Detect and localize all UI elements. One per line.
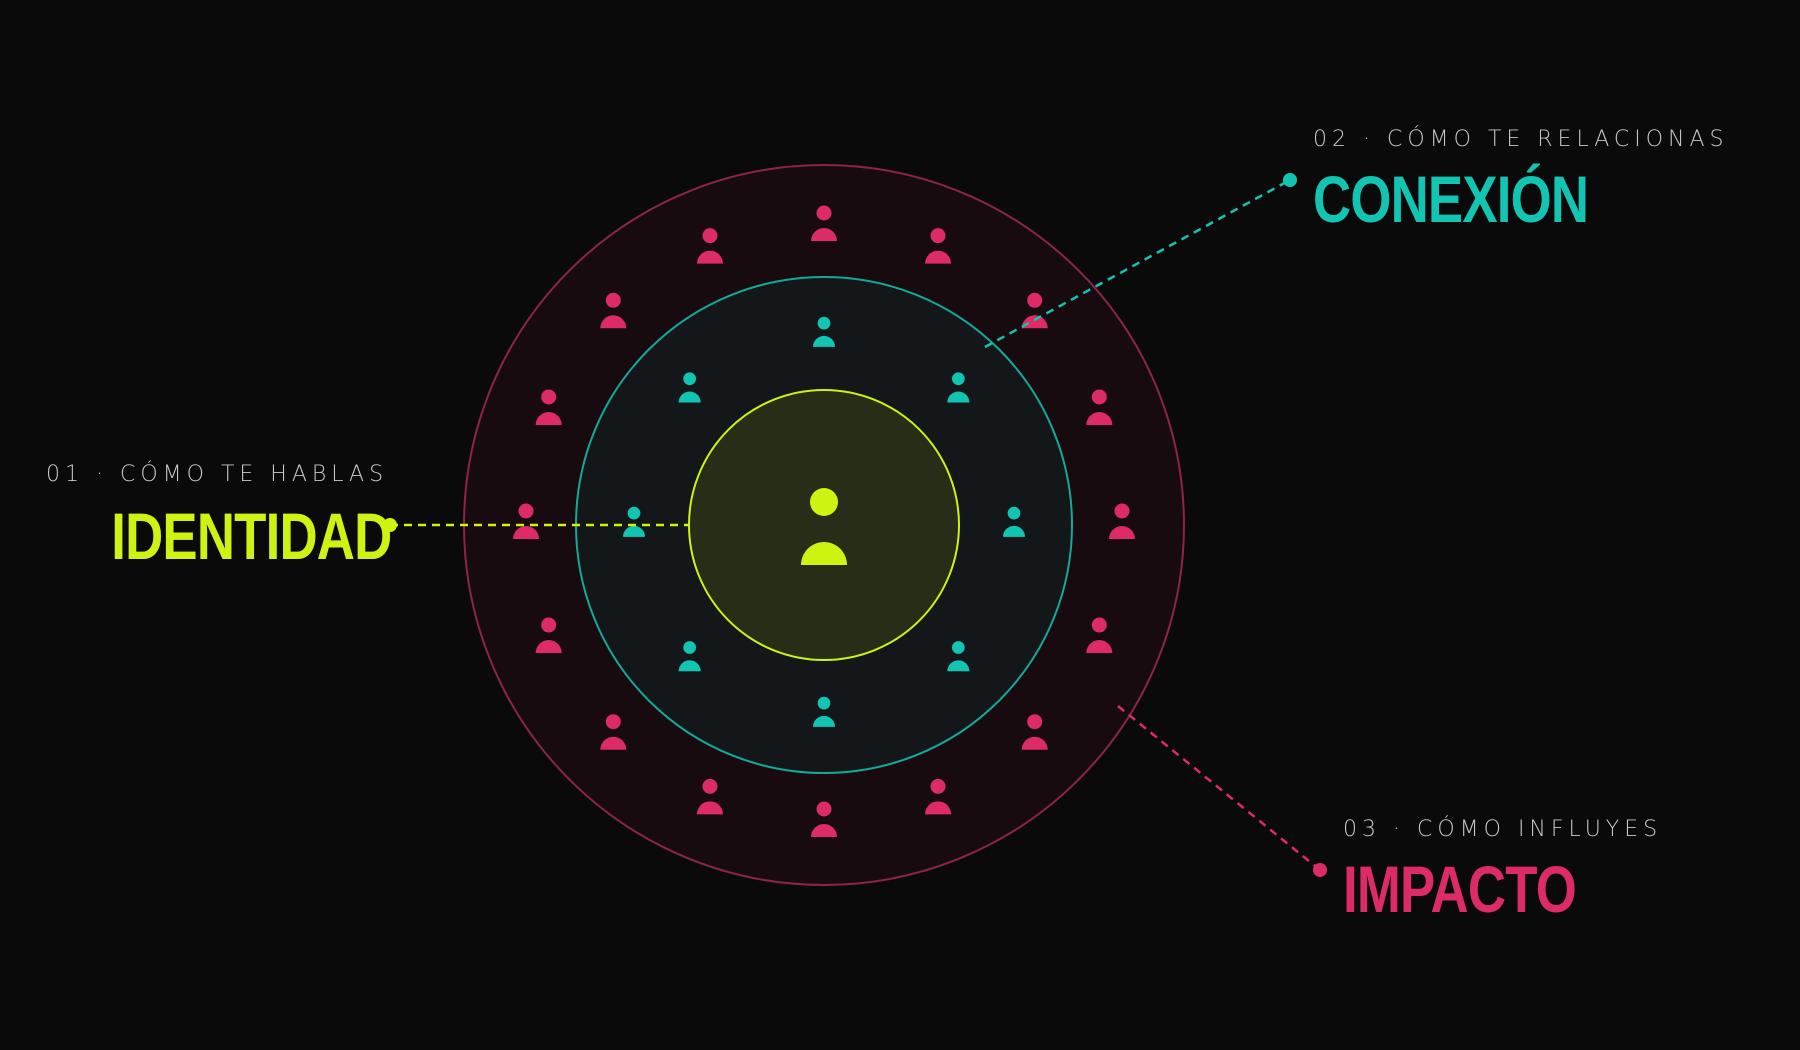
identidad-ring xyxy=(688,389,960,661)
impacto-person-icon xyxy=(1086,389,1113,425)
impacto-connector-dot xyxy=(1313,863,1327,877)
impacto-person-icon xyxy=(1021,292,1048,329)
conexion-connector-dot xyxy=(1283,173,1297,187)
identidad-title: IDENTIDAD xyxy=(111,499,392,573)
conexion-connector xyxy=(984,173,1297,349)
impacto-person-icon xyxy=(925,228,952,264)
conexion-person-icon xyxy=(812,696,836,727)
impacto-label: 03 · CÓMO INFLUYES IMPACTO xyxy=(1343,817,1662,922)
impacto-title: IMPACTO xyxy=(1343,852,1577,926)
conexion-person-icon xyxy=(678,641,701,672)
impacto-person-icon xyxy=(600,714,627,750)
identidad-connector-dot xyxy=(383,518,397,532)
identidad-label: 01 · CÓMO TE HABLAS IDENTIDAD xyxy=(46,462,392,573)
impacto-subtitle: 03 · CÓMO INFLUYES xyxy=(1343,817,1663,842)
conexion-person-icon xyxy=(1002,506,1026,537)
conexion-person-icon xyxy=(812,316,836,347)
conexion-person-icon xyxy=(947,641,970,672)
impacto-person-icon xyxy=(535,389,562,425)
impacto-people-group xyxy=(513,205,1135,837)
impacto-connector xyxy=(1117,705,1327,877)
impacto-person-icon xyxy=(600,292,627,329)
conexion-title: CONEXIÓN xyxy=(1313,162,1589,236)
impacto-person-icon xyxy=(811,205,837,241)
central-person-icon xyxy=(801,488,847,565)
impacto-person-icon xyxy=(1086,617,1113,654)
impacto-person-icon xyxy=(513,503,539,539)
identidad-connector xyxy=(383,518,690,532)
conexion-person-icon xyxy=(947,372,970,403)
impacto-person-icon xyxy=(696,228,723,264)
conexion-label: 02 · CÓMO TE RELACIONAS CONEXIÓN xyxy=(1313,127,1729,232)
conexion-people-group xyxy=(622,316,1026,727)
impacto-person-icon xyxy=(696,778,723,815)
impacto-person-icon xyxy=(811,801,837,837)
identidad-subtitle: 01 · CÓMO TE HABLAS xyxy=(46,462,389,487)
impacto-person-icon xyxy=(1021,714,1048,750)
conexion-person-icon xyxy=(678,372,701,403)
conexion-subtitle: 02 · CÓMO TE RELACIONAS xyxy=(1313,127,1729,152)
impacto-person-icon xyxy=(1109,503,1135,539)
conexion-person-icon xyxy=(622,506,646,537)
impacto-person-icon xyxy=(925,778,952,815)
impacto-person-icon xyxy=(535,617,562,654)
